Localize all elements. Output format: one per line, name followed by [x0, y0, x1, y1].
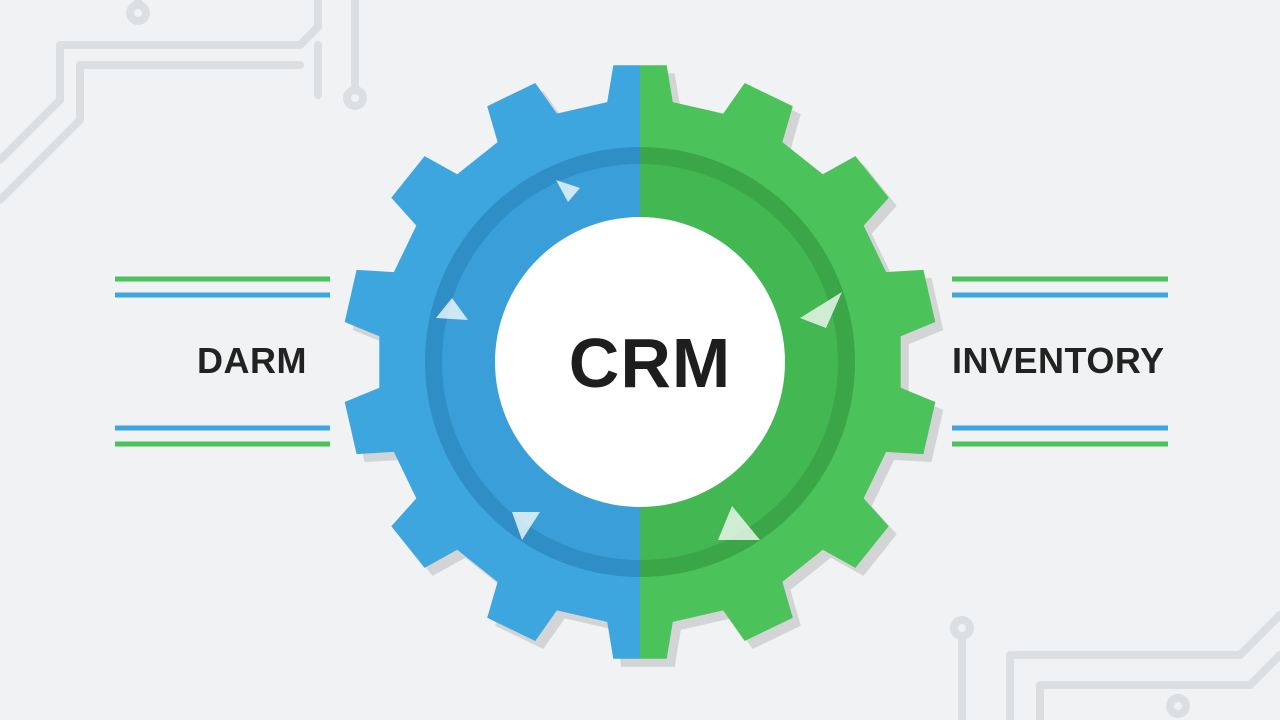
- gear-icon: [344, 65, 936, 659]
- cycle-arrow-icon: [436, 180, 842, 540]
- right-label: INVENTORY: [952, 340, 1165, 381]
- left-connector-lines: [115, 276, 330, 447]
- left-label: DARM: [197, 340, 307, 381]
- right-connector-lines: [952, 276, 1168, 447]
- center-label: CRM: [568, 324, 732, 402]
- center-disc: [495, 217, 785, 507]
